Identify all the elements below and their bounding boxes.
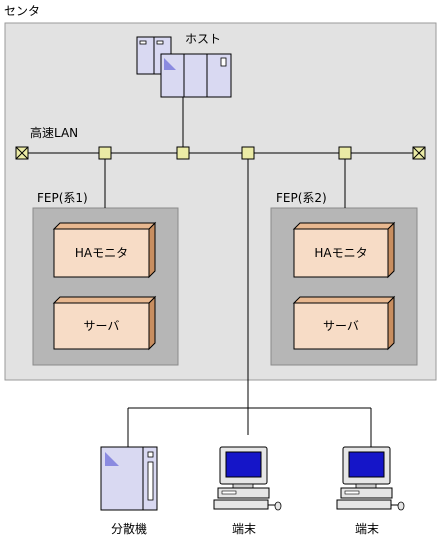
lan-label: 高速LAN: [30, 126, 79, 140]
fep1-label: FEP(系1): [37, 191, 88, 205]
lan-node-host: [176, 146, 190, 160]
fep2-server-label: サーバ: [323, 319, 359, 333]
fep2-ha-monitor-box: [292, 221, 396, 279]
fep1-ha-monitor-box: [52, 221, 157, 279]
fep2-ha-monitor-label: HAモニタ: [314, 246, 368, 260]
lan-node-terminals: [241, 146, 255, 160]
fep1-server-label: サーバ: [83, 319, 120, 333]
terminal-1-computer-icon: [213, 446, 282, 511]
lan-terminator-right: [412, 146, 426, 160]
terminal-2-label: 端末: [354, 522, 379, 536]
lan-node-fep2: [338, 146, 352, 160]
terminal-2-computer-icon: [336, 446, 405, 511]
fep1-server-box: [52, 295, 157, 351]
fep2-label: FEP(系2): [276, 191, 327, 205]
terminal-1-label: 端末: [231, 522, 256, 536]
lan-terminator-left: [15, 146, 29, 160]
host-label: ホスト: [185, 32, 222, 46]
lan-node-fep1: [98, 146, 112, 160]
center-label: センタ: [4, 4, 41, 18]
fep1-ha-monitor-label: HAモニタ: [74, 246, 129, 260]
fep2-server-box: [292, 295, 396, 351]
distributor-server-icon: [100, 446, 158, 511]
distributor-label: 分散機: [110, 522, 147, 536]
host-server-icon: [136, 36, 232, 98]
